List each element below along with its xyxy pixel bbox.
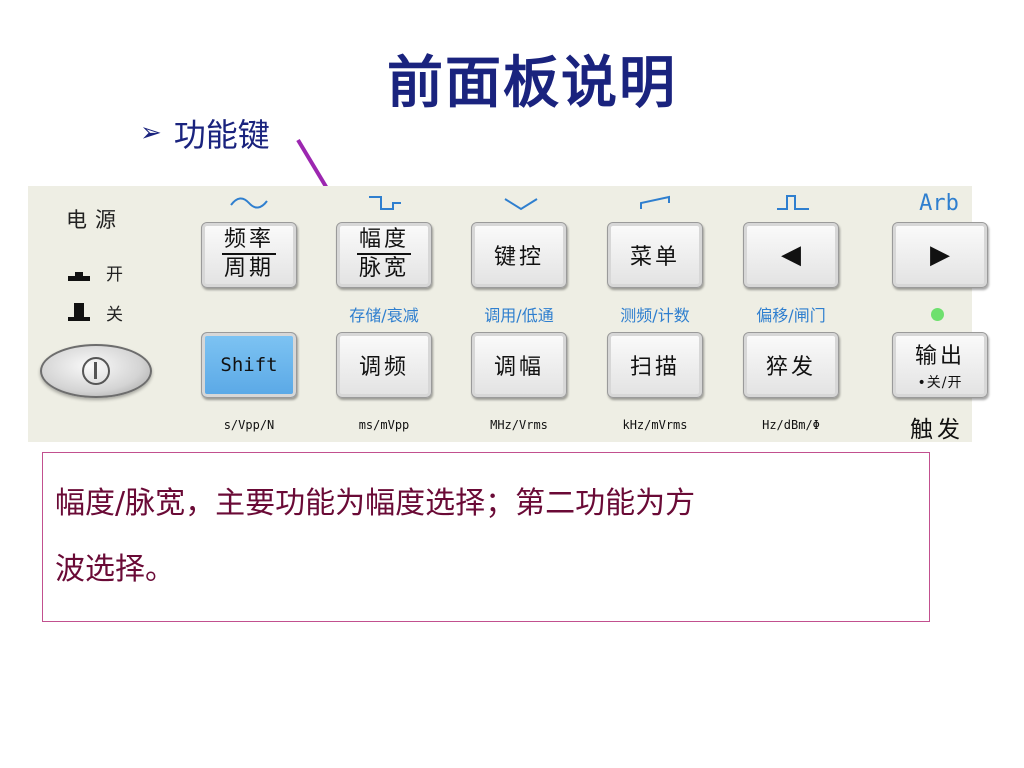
burst-label: 猝发 bbox=[765, 355, 816, 380]
period-label: 周期 bbox=[223, 256, 274, 281]
ramp-wave-icon bbox=[632, 190, 682, 216]
bullet-text: 功能键 bbox=[173, 116, 270, 154]
pulse-wave-icon bbox=[768, 190, 818, 216]
switch-on-label: 开 bbox=[106, 265, 123, 285]
frequency-label: 频率 bbox=[221, 227, 276, 255]
shift-label: Shift bbox=[220, 354, 278, 376]
output-label: 输出 bbox=[914, 344, 965, 369]
frequency-period-key[interactable]: 频率 周期 bbox=[201, 222, 297, 288]
power-icon bbox=[82, 357, 110, 385]
menu-key[interactable]: 菜单 bbox=[607, 222, 703, 288]
shift-key[interactable]: Shift bbox=[201, 332, 297, 398]
store-attenuate-label: 存储/衰减 bbox=[349, 306, 419, 325]
arrow-bullet-icon: ➢ bbox=[140, 118, 162, 148]
menu-label: 菜单 bbox=[629, 245, 680, 270]
am-label: 调幅 bbox=[493, 355, 544, 380]
fm-key[interactable]: 调频 bbox=[336, 332, 432, 398]
fm-label: 调频 bbox=[358, 355, 409, 380]
right-arrow-icon: ▶ bbox=[930, 240, 950, 270]
keying-key[interactable]: 键控 bbox=[471, 222, 567, 288]
output-key[interactable]: 输出 •关/开 bbox=[892, 332, 988, 398]
front-panel: 电源 开 关 Arb 频率 周期 幅度 脉宽 键控 菜单 ◀ bbox=[28, 186, 988, 443]
keying-label: 键控 bbox=[493, 245, 544, 270]
amplitude-label: 幅度 bbox=[356, 227, 411, 255]
am-key[interactable]: 调幅 bbox=[471, 332, 567, 398]
switch-off-indicator: 关 bbox=[68, 300, 123, 325]
left-arrow-icon: ◀ bbox=[781, 240, 801, 270]
amplitude-width-key[interactable]: 幅度 脉宽 bbox=[336, 222, 432, 288]
recall-lowpass-label: 调用/低通 bbox=[484, 306, 554, 325]
sweep-label: 扫描 bbox=[629, 355, 680, 380]
unit-label: Hz/dBm/Φ bbox=[762, 418, 820, 432]
burst-key[interactable]: 猝发 bbox=[743, 332, 839, 398]
unit-label: s/Vpp/N bbox=[223, 418, 275, 432]
trigger-label: 触发 bbox=[910, 417, 964, 443]
description-box: 幅度/脉宽，主要功能为幅度选择；第二功能为方 波选择。 bbox=[42, 452, 930, 622]
unit-label: kHz/mVrms bbox=[622, 418, 688, 432]
left-arrow-key[interactable]: ◀ bbox=[743, 222, 839, 288]
page-title: 前面板说明 bbox=[387, 51, 677, 116]
right-arrow-key[interactable]: ▶ bbox=[892, 222, 988, 288]
switch-off-icon bbox=[68, 302, 90, 323]
power-label: 电源 bbox=[66, 208, 124, 232]
switch-on-indicator: 开 bbox=[68, 260, 123, 285]
description-line-2: 波选择。 bbox=[55, 552, 175, 587]
description-line-1: 幅度/脉宽，主要功能为幅度选择；第二功能为方 bbox=[55, 486, 696, 521]
switch-off-label: 关 bbox=[106, 305, 123, 325]
sine-wave-icon bbox=[224, 190, 274, 216]
square-wave-icon bbox=[360, 190, 410, 216]
unit-label: ms/mVpp bbox=[358, 418, 410, 432]
unit-label: MHz/Vrms bbox=[490, 418, 548, 432]
power-button[interactable] bbox=[40, 344, 152, 398]
output-toggle-label: •关/开 bbox=[917, 375, 963, 391]
output-led bbox=[931, 308, 944, 321]
pulse-width-label: 脉宽 bbox=[358, 256, 409, 281]
measure-count-label: 测频/计数 bbox=[620, 306, 690, 325]
arb-wave-label: Arb bbox=[919, 190, 959, 216]
function-keys-bullet: ➢ 功能键 bbox=[140, 110, 270, 156]
sweep-key[interactable]: 扫描 bbox=[607, 332, 703, 398]
triangle-wave-icon bbox=[496, 190, 546, 216]
switch-on-icon bbox=[68, 263, 90, 283]
offset-gate-label: 偏移/闸门 bbox=[756, 306, 826, 325]
